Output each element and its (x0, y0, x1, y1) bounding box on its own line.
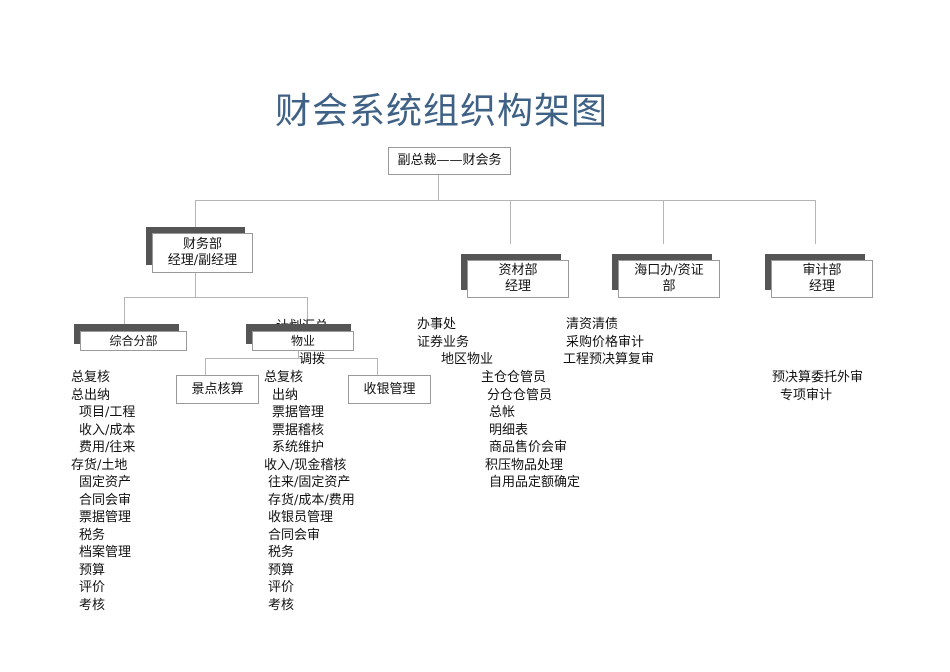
list-item: 办事处 (417, 317, 457, 332)
materials-dept-manager: 经理 (504, 279, 531, 294)
scenic-accounting-box: 景点核算 (176, 375, 259, 404)
materials-dept-label: 资材部 (498, 263, 538, 278)
connector-line (815, 200, 816, 244)
list-item: 固定资产 (79, 475, 132, 490)
finance-dept-label: 财务部 (182, 237, 222, 252)
connector-line (438, 174, 439, 200)
list-item: 考核 (268, 597, 295, 613)
list-item: 总出纳 (71, 387, 111, 403)
general-section-box: 综合分部 (80, 331, 187, 351)
list-item: 专项审计 (780, 387, 833, 403)
property-box: 物业 (252, 331, 354, 351)
connector-line (205, 358, 206, 375)
list-item: 票据稽核 (272, 422, 325, 438)
list-item: 票据管理 (272, 405, 325, 420)
list-item: 评价 (79, 580, 106, 595)
connector-line (124, 297, 308, 298)
audit-list: 预决算委托外审 专项审计 (772, 369, 863, 404)
connector-line (377, 358, 378, 375)
audit-dept-box: 审计部 经理 (771, 260, 873, 298)
general-section-label: 综合分部 (109, 334, 158, 348)
list-item: 地区物业 (441, 352, 494, 367)
list-item: 往来/固定资产 (268, 475, 351, 490)
list-item: 分仓仓管员 (487, 387, 553, 403)
scenic-accounting-label: 景点核算 (191, 381, 244, 397)
connector-line (195, 200, 196, 233)
list-item: 积压物品处理 (485, 457, 564, 473)
vp-finance-box: 副总裁——财会务 (388, 147, 511, 175)
list-item: 总帐 (489, 405, 516, 420)
property-duties-list: 总复核 出纳 票据管理 票据稽核 系统维护 收入/现金稽核 往来/固定资产 存货… (264, 369, 355, 614)
connector-line (124, 297, 125, 324)
warehouse-list: 主仓仓管员 分仓仓管员 总帐 明细表 商品售价会审 积压物品处理 自用品定额确定 (481, 369, 580, 492)
list-item: 收入/现金稽核 (264, 457, 347, 473)
list-item: 主仓仓管员 (481, 370, 547, 385)
connector-line (205, 358, 378, 359)
cashier-management-label: 收银管理 (363, 381, 416, 397)
list-item: 收银员管理 (268, 510, 334, 525)
general-duties-list: 总复核 总出纳 项目/工程 收入/成本 费用/往来 存货/土地 固定资产 合同会… (71, 369, 135, 614)
connector-line (307, 297, 308, 324)
list-item: 收入/成本 (79, 422, 136, 438)
list-item: 总复核 (264, 370, 304, 385)
audit-dept-label: 审计部 (802, 263, 842, 278)
list-item: 预决算委托外审 (772, 370, 864, 385)
finance-dept-box: 财务部 经理/副经理 (152, 233, 253, 273)
audit-dept-manager: 经理 (808, 279, 835, 294)
list-item: 工程预决算复审 (563, 352, 655, 367)
connector-line (663, 200, 664, 244)
list-item: 清资清债 (566, 317, 619, 332)
vp-finance-label: 副总裁——财会务 (397, 153, 502, 168)
list-item: 合同会审 (268, 527, 321, 543)
list-item: 评价 (268, 580, 295, 595)
list-item: 票据管理 (79, 510, 132, 525)
port-office-box: 海口办/资证 部 (618, 260, 720, 298)
connector-line (510, 200, 511, 244)
list-item: 存货/土地 (71, 457, 128, 473)
materials-dept-box: 资材部 经理 (467, 260, 569, 298)
port-office-label-cont: 部 (662, 279, 676, 294)
list-item: 系统维护 (272, 440, 325, 455)
list-item: 考核 (79, 597, 106, 613)
connector-line (195, 200, 816, 201)
connector-line (195, 271, 196, 297)
list-item: 存货/成本/费用 (268, 492, 355, 508)
list-item: 总复核 (71, 370, 111, 385)
materials-left-list: 办事处 证券业务 地区物业 (417, 316, 493, 369)
list-item: 税务 (268, 545, 295, 560)
list-item: 自用品定额确定 (489, 475, 581, 490)
list-item: 档案管理 (79, 545, 132, 560)
list-item: 证券业务 (417, 334, 470, 350)
list-item: 税务 (79, 527, 106, 543)
list-item: 预算 (79, 562, 106, 578)
finance-dept-manager: 经理/副经理 (167, 253, 238, 268)
list-item: 商品售价会审 (489, 440, 568, 455)
page-title: 财会系统组织构架图 (275, 91, 609, 132)
list-item: 合同会审 (79, 492, 132, 508)
list-item: 采购价格审计 (566, 334, 645, 350)
cashier-management-box: 收银管理 (348, 375, 431, 404)
list-item: 出纳 (272, 387, 299, 403)
port-office-label: 海口办/资证 (634, 263, 704, 278)
property-label: 物业 (290, 334, 315, 348)
connector-line (298, 348, 299, 358)
list-item: 项目/工程 (79, 405, 136, 420)
list-item: 费用/往来 (79, 440, 136, 455)
list-item: 明细表 (489, 422, 529, 438)
materials-right-list: 清资清债 采购价格审计 工程预决算复审 (563, 316, 654, 369)
list-item: 预算 (268, 562, 295, 578)
allocation-label: 调拨 (299, 352, 326, 367)
